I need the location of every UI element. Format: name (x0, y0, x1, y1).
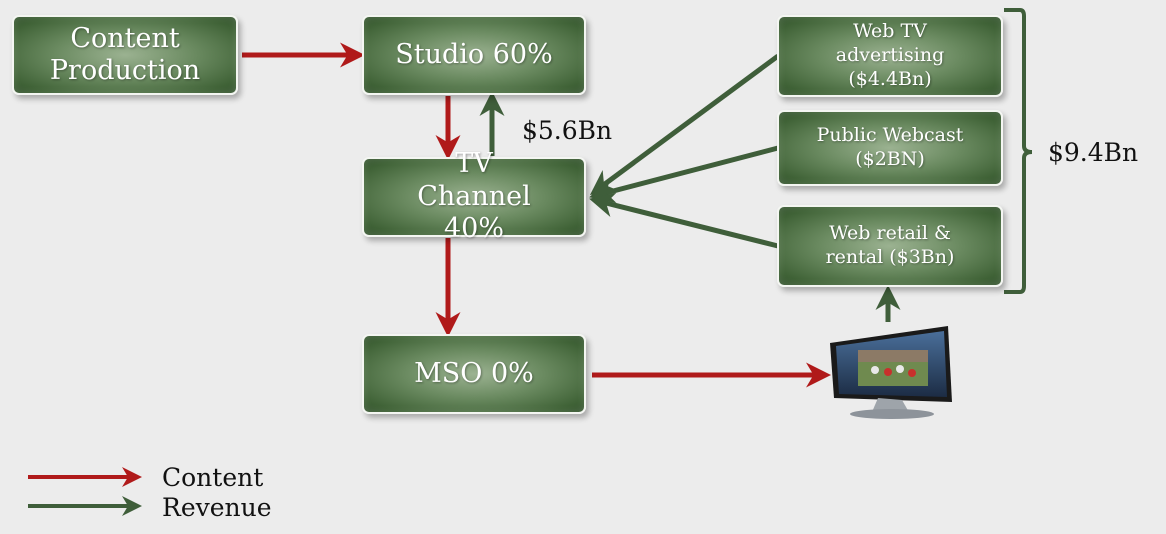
node-web-retail-rental-label: Web retail & rental ($3Bn) (825, 222, 955, 268)
computer-monitor-icon (830, 326, 952, 419)
node-studio-label: Studio 60% (395, 38, 553, 70)
node-tv-channel: TV Channel 40% (362, 148, 586, 244)
node-web-tv-advertising-label: Web TV advertising ($4.4Bn) (835, 20, 945, 90)
node-mso: MSO 0% (362, 334, 586, 414)
legend-revenue-label: Revenue (162, 493, 272, 522)
total-bracket (1004, 8, 1033, 294)
arrow-webtv-to-tvchannel (589, 53, 780, 195)
web-total-label: $9.4Bn (1048, 138, 1139, 167)
node-public-webcast-label: Public Webcast ($2BN) (816, 124, 964, 170)
node-public-webcast: Public Webcast ($2BN) (777, 110, 1003, 186)
node-studio: Studio 60% (362, 15, 586, 95)
node-mso-label: MSO 0% (414, 357, 534, 389)
node-web-retail-rental: Web retail & rental ($3Bn) (777, 205, 1003, 287)
node-content-production: Content Production (12, 15, 238, 95)
node-content-production-label: Content Production (49, 22, 201, 86)
arrow-retail-to-tvchannel (589, 192, 779, 249)
studio-revenue-label: $5.6Bn (522, 116, 613, 145)
node-tv-channel-label: TV Channel 40% (417, 148, 531, 245)
legend-content-label: Content (162, 463, 264, 492)
node-web-tv-advertising: Web TV advertising ($4.4Bn) (777, 15, 1003, 97)
arrow-webcast-to-tvchannel (589, 145, 779, 204)
